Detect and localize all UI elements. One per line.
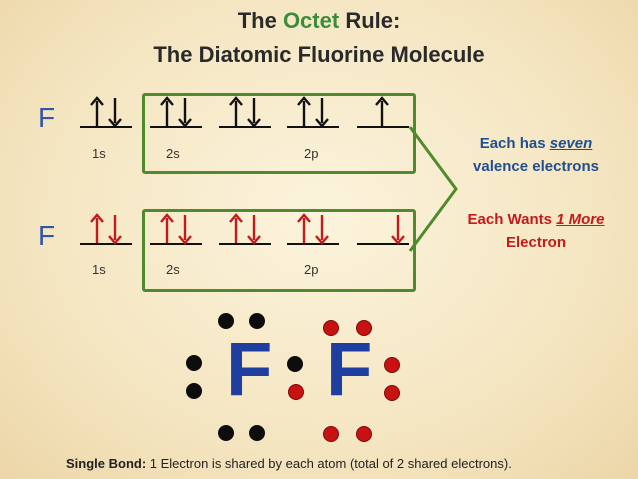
lewis-right-dot bbox=[356, 426, 372, 442]
title-prefix: The bbox=[237, 8, 277, 33]
orbital-slot bbox=[287, 96, 339, 130]
orbital-slot bbox=[287, 213, 339, 247]
orbital-line bbox=[150, 126, 202, 128]
wants-note: Each Wants 1 More Electron bbox=[448, 208, 624, 254]
lewis-right-dot bbox=[323, 320, 339, 336]
orbital-slot bbox=[80, 213, 132, 247]
spin-up-arrow-icon bbox=[90, 96, 104, 128]
connector-bracket bbox=[408, 126, 458, 252]
lewis-right-symbol: F bbox=[326, 327, 373, 412]
lewis-right-dot bbox=[323, 426, 339, 442]
orbital-slot bbox=[80, 96, 132, 130]
atom1-label-2p: 2p bbox=[304, 146, 319, 161]
spin-down-arrow-icon bbox=[247, 96, 261, 128]
atom2-label-2s: 2s bbox=[166, 262, 180, 277]
title-octet-word: Octet bbox=[282, 8, 340, 33]
orbital-slot bbox=[219, 213, 271, 247]
valence-note: Each has seven valence electrons bbox=[448, 132, 624, 178]
lewis-right-dot bbox=[384, 357, 400, 373]
orbital-line bbox=[357, 243, 409, 245]
lewis-left-dot bbox=[218, 313, 234, 329]
spin-down-arrow-icon bbox=[315, 96, 329, 128]
spin-up-arrow-icon bbox=[160, 96, 174, 128]
spin-down-arrow-icon bbox=[178, 213, 192, 245]
spin-up-arrow-icon bbox=[297, 213, 311, 245]
orbital-line bbox=[287, 126, 339, 128]
wants-note-prefix: Each Wants bbox=[467, 211, 557, 228]
lewis-right-dot bbox=[384, 385, 400, 401]
wants-note-emphasis: 1 More bbox=[556, 211, 605, 228]
atom1-label-2s: 2s bbox=[166, 146, 180, 161]
atom2-label-1s: 1s bbox=[92, 262, 106, 277]
slide-title-line2: The Diatomic Fluorine Molecule bbox=[153, 42, 485, 67]
spin-up-arrow-icon bbox=[297, 96, 311, 128]
single-bond-text: 1 Electron is shared by each atom (total… bbox=[146, 456, 512, 471]
atom2-valence-box bbox=[142, 209, 416, 292]
wants-note-suffix: Electron bbox=[505, 234, 566, 251]
lewis-shared-dot-red bbox=[288, 384, 304, 400]
atom2-symbol: F bbox=[38, 220, 56, 251]
orbital-line bbox=[357, 126, 409, 128]
spin-up-arrow-icon bbox=[160, 213, 174, 245]
lewis-left-dot bbox=[249, 313, 265, 329]
lewis-left-dot bbox=[186, 383, 202, 399]
orbital-slot bbox=[219, 96, 271, 130]
spin-down-arrow-icon bbox=[315, 213, 329, 245]
atom1-label-1s: 1s bbox=[92, 146, 106, 161]
orbital-slot bbox=[357, 213, 409, 247]
lewis-left-dot bbox=[249, 425, 265, 441]
spin-down-arrow-icon bbox=[391, 213, 405, 245]
orbital-line bbox=[219, 126, 271, 128]
spin-down-arrow-icon bbox=[108, 213, 122, 245]
orbital-slot bbox=[150, 96, 202, 130]
orbital-slot bbox=[357, 96, 409, 130]
single-bond-caption: Single Bond: 1 Electron is shared by eac… bbox=[66, 456, 512, 471]
orbital-line bbox=[80, 243, 132, 245]
valence-note-suffix: valence electrons bbox=[473, 158, 599, 175]
single-bond-label: Single Bond: bbox=[66, 456, 147, 471]
lewis-left-dot bbox=[186, 355, 202, 371]
orbital-line bbox=[219, 243, 271, 245]
orbital-line bbox=[287, 243, 339, 245]
spin-up-arrow-icon bbox=[375, 96, 389, 128]
valence-note-emphasis: seven bbox=[549, 135, 593, 152]
spin-up-arrow-icon bbox=[229, 96, 243, 128]
orbital-line bbox=[150, 243, 202, 245]
spin-up-arrow-icon bbox=[229, 213, 243, 245]
orbital-line bbox=[80, 126, 132, 128]
atom2-label-2p: 2p bbox=[304, 262, 319, 277]
slide-title-line1: The Octet Rule: bbox=[0, 8, 638, 34]
title-suffix: Rule: bbox=[345, 8, 401, 33]
lewis-right-dot bbox=[356, 320, 372, 336]
spin-down-arrow-icon bbox=[178, 96, 192, 128]
lewis-left-symbol: F bbox=[226, 327, 273, 412]
spin-down-arrow-icon bbox=[108, 96, 122, 128]
lewis-shared-dot-black bbox=[287, 356, 303, 372]
atom1-symbol: F bbox=[38, 102, 56, 133]
lewis-left-dot bbox=[218, 425, 234, 441]
orbital-slot bbox=[150, 213, 202, 247]
spin-up-arrow-icon bbox=[90, 213, 104, 245]
spin-down-arrow-icon bbox=[247, 213, 261, 245]
valence-note-prefix: Each has bbox=[479, 135, 550, 152]
